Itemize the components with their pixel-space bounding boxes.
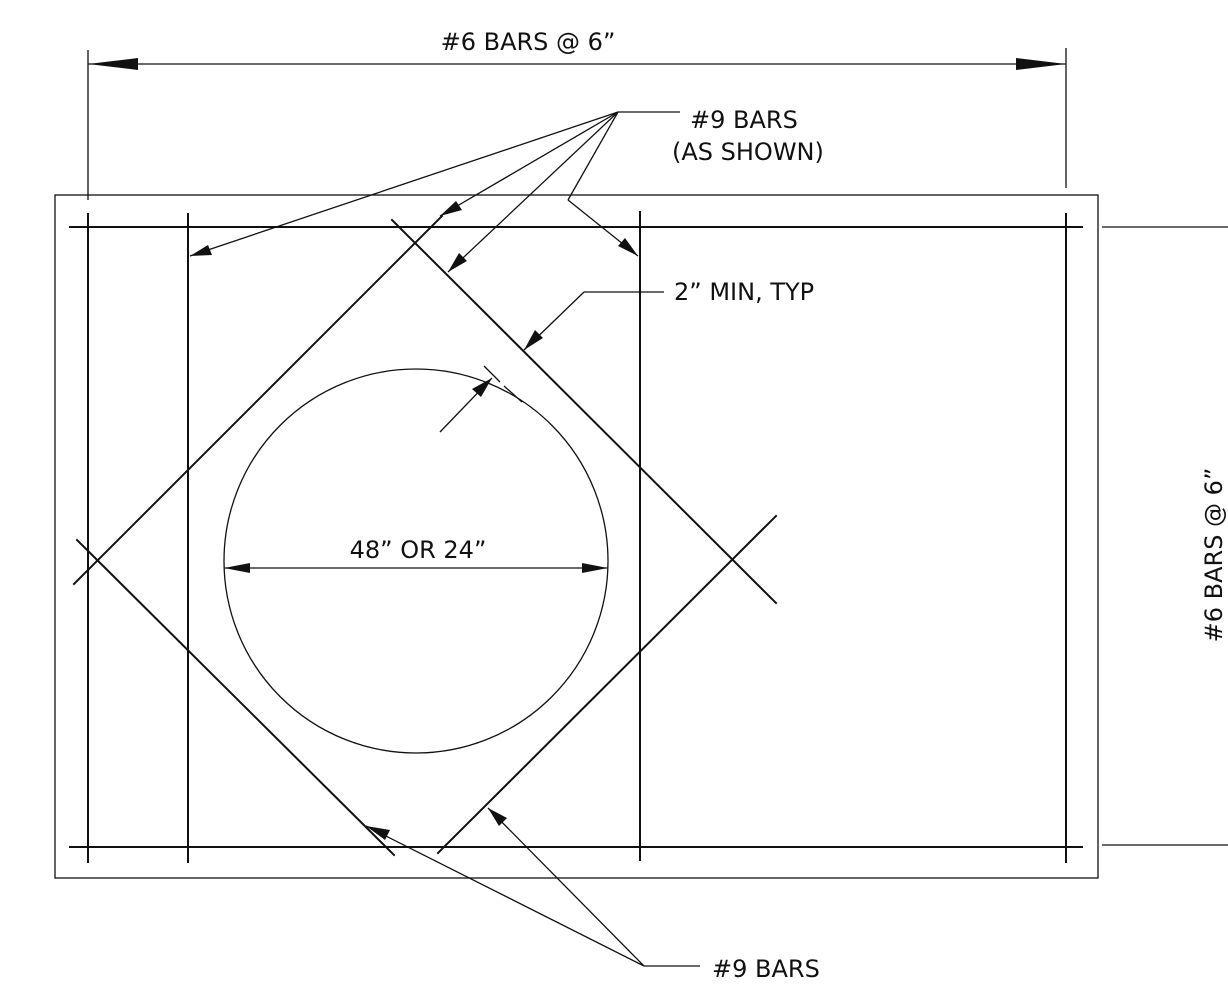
upper-bars-label-line2: (AS SHOWN) [672, 138, 824, 166]
opening-dimension-label: 48” OR 24” [350, 536, 487, 564]
right-dimension-label: #6 BARS @ 6” [1200, 468, 1228, 643]
lower-bars-label: #9 BARS [712, 955, 820, 983]
upper-bars-callout: #9 BARS (AS SHOWN) [189, 106, 824, 273]
diagonal-bar-upper-left [72, 214, 444, 586]
clearance-callout-label: 2” MIN, TYP [674, 278, 814, 306]
clearance-tick [483, 365, 501, 383]
upper-leader-arrow-1 [190, 245, 212, 256]
lower-leader-arrow-1 [366, 826, 390, 840]
clearance-dimension [439, 365, 523, 433]
opening-arrow-left [224, 563, 250, 573]
upper-leader-arrow-2 [440, 201, 462, 216]
clearance-tick-end [503, 385, 523, 403]
lower-bars-callout: #9 BARS [365, 807, 820, 983]
top-dimension-arrow-left [88, 58, 138, 70]
clearance-callout: 2” MIN, TYP [523, 278, 814, 351]
lower-leader-1 [365, 825, 645, 967]
upper-leader-2 [439, 111, 619, 217]
diagonal-bar-lower-right [436, 514, 778, 855]
clearance-arrow [472, 378, 492, 397]
top-dimension: #6 BARS @ 6” [87, 28, 1067, 200]
concrete-outline [54, 194, 1099, 879]
opening-dimension: 48” OR 24” [224, 536, 608, 573]
diagonal-bars [72, 214, 778, 857]
diagonal-bar-lower-left [75, 538, 396, 857]
right-dimension: #6 BARS @ 6” [1102, 226, 1228, 846]
upper-leader-arrow-3 [448, 253, 467, 272]
upper-leader-4a [567, 111, 619, 201]
upper-bars-label-line1: #9 BARS [690, 106, 798, 134]
orthogonal-bars [69, 211, 1083, 863]
upper-leader-1 [189, 111, 619, 257]
top-dimension-label: #6 BARS @ 6” [441, 28, 616, 56]
lower-leader-arrow-2 [488, 808, 507, 826]
circular-opening [223, 368, 609, 754]
diagonal-bar-upper-right [390, 218, 778, 605]
opening-arrow-right [582, 563, 608, 573]
lower-leader-2 [487, 807, 645, 967]
top-dimension-arrow-right [1016, 58, 1066, 70]
clearance-callout-arrow [524, 330, 543, 350]
upper-leader-3 [447, 111, 619, 273]
upper-leader-arrow-4 [618, 238, 638, 256]
